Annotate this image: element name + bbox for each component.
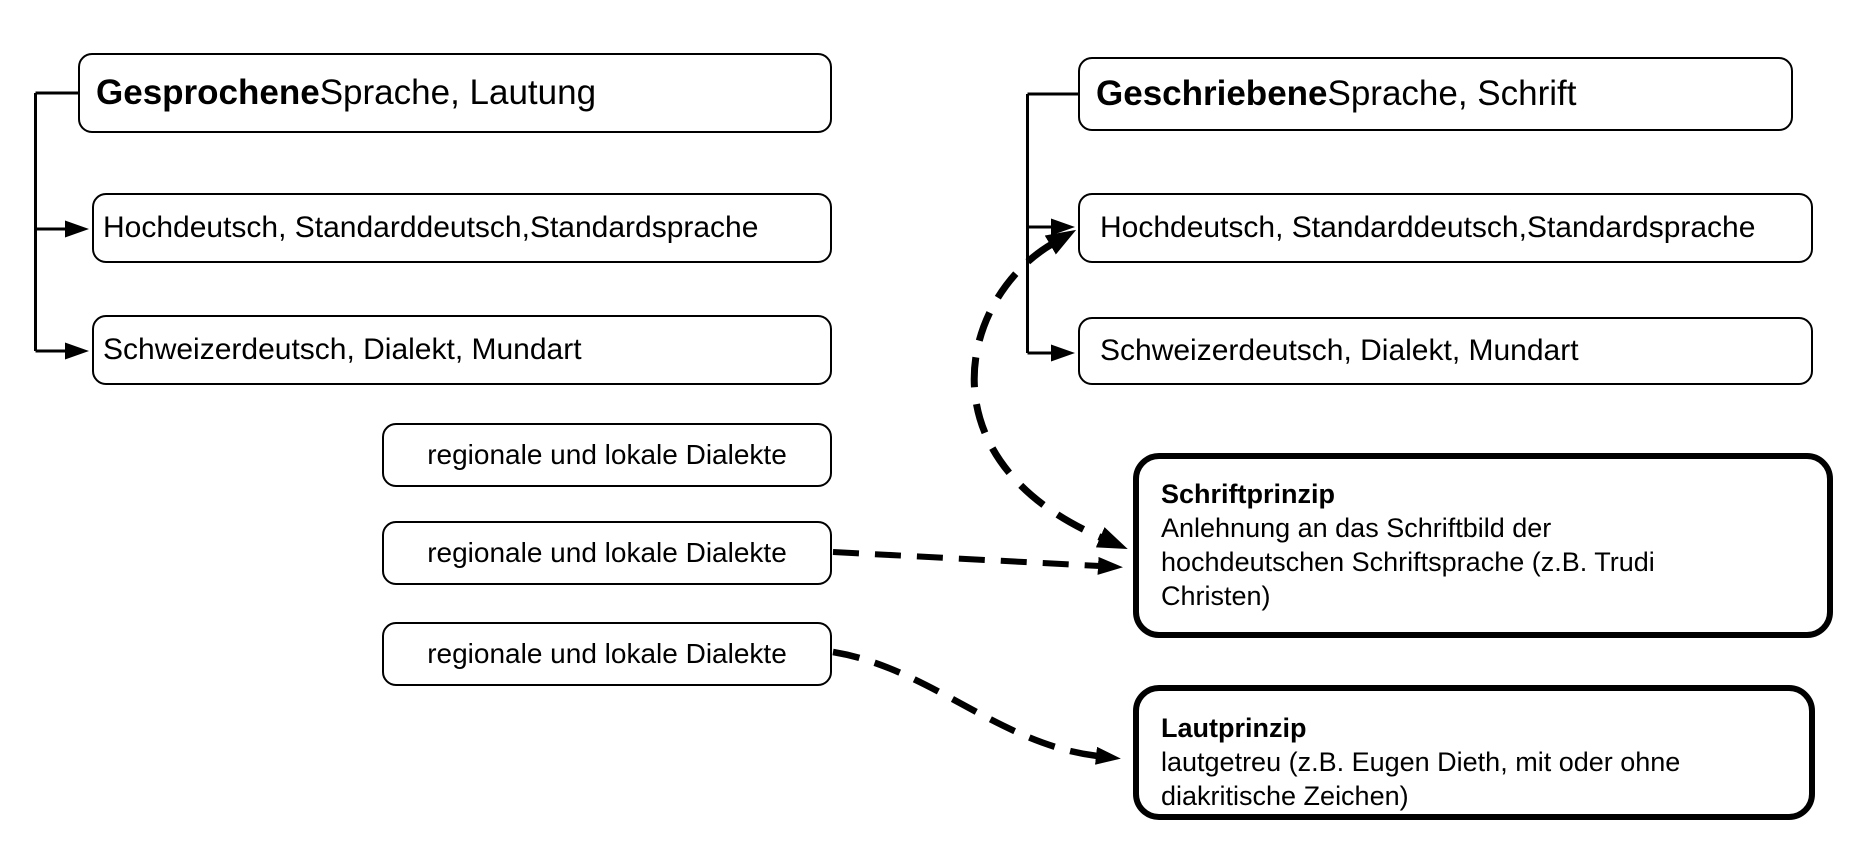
box-spoken-title: Gesprochene Sprache, Lautung [78,53,832,133]
box-written-dialect: Schweizerdeutsch, Dialekt, Mundart [1078,317,1813,385]
box-spoken-dialect: Schweizerdeutsch, Dialekt, Mundart [92,315,832,385]
dashed-arrow-regional-schriftprinzip [832,549,1123,575]
box-written-standard: Hochdeutsch, Standarddeutsch,Standardspr… [1078,193,1813,263]
spoken-standard-label: Hochdeutsch, Standarddeutsch,Standardspr… [103,211,759,244]
written-title-rest: Sprache, Schrift [1327,74,1577,113]
lautprinzip-title: Lautprinzip [1161,713,1307,743]
regional-dialects-1-label: regionale und lokale Dialekte [427,439,787,470]
box-regional-dialects-2: regionale und lokale Dialekte [382,521,832,585]
box-regional-dialects-3: regionale und lokale Dialekte [382,622,832,686]
lautprinzip-body: lautgetreu (z.B. Eugen Dieth, mit oder o… [1161,747,1681,811]
box-schriftprinzip: Schriftprinzip Anlehnung an das Schriftb… [1133,453,1833,638]
written-dialect-label: Schweizerdeutsch, Dialekt, Mundart [1100,334,1579,367]
regional-dialects-3-label: regionale und lokale Dialekte [427,638,787,669]
spoken-title-bold: Gesprochene [96,73,320,112]
written-title-bold: Geschriebene [1096,74,1328,113]
dashed-arrow-regional-lautprinzip [832,648,1121,765]
spoken-dialect-label: Schweizerdeutsch, Dialekt, Mundart [103,333,582,366]
spoken-title-rest: Sprache, Lautung [319,73,597,112]
box-written-title: Geschriebene Sprache, Schrift [1078,57,1793,131]
bracket-written [1026,92,1079,362]
box-regional-dialects-1: regionale und lokale Dialekte [382,423,832,487]
box-lautprinzip: Lautprinzip lautgetreu (z.B. Eugen Dieth… [1133,685,1815,820]
schriftprinzip-title: Schriftprinzip [1161,479,1335,509]
bracket-spoken [34,91,89,360]
schriftprinzip-body: Anlehnung an das Schriftbild der hochdeu… [1161,513,1655,611]
written-standard-label: Hochdeutsch, Standarddeutsch,Standardspr… [1100,211,1756,244]
box-spoken-standard: Hochdeutsch, Standarddeutsch,Standardspr… [92,193,832,263]
regional-dialects-2-label: regionale und lokale Dialekte [427,537,787,568]
dashed-arc-hochdeutsch-schriftprinzip [970,229,1128,550]
